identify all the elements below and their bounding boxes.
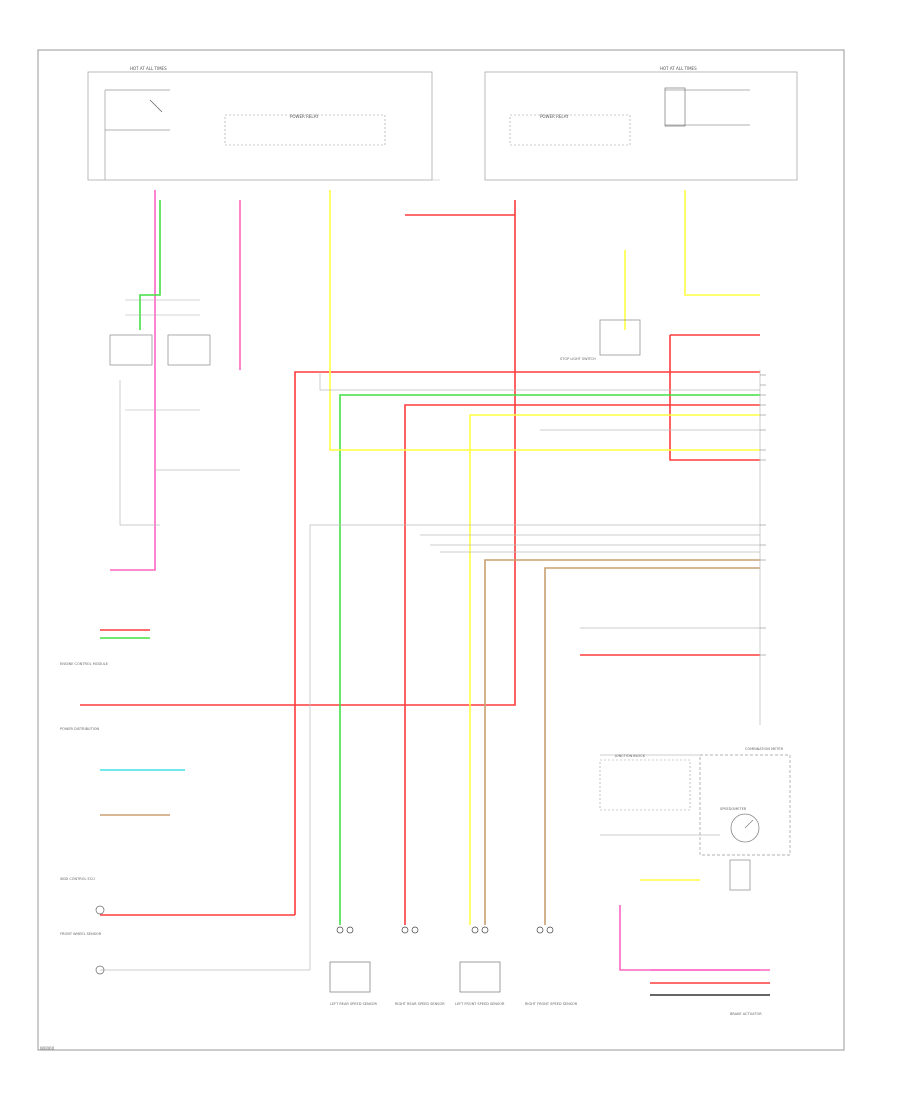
- power-relay-left-label: POWER RELAY: [290, 114, 319, 119]
- junction-block: JUNCTION BLOCK: [599, 754, 691, 811]
- green-wires: [100, 200, 760, 925]
- skid-control-label: SKID CONTROL ECU: [60, 877, 95, 881]
- speedometer-label: SPEEDOMETER: [720, 807, 747, 811]
- page-code: W0000: [40, 1046, 55, 1051]
- tan-wires: [100, 559, 760, 925]
- diagram-border: [37, 49, 845, 1051]
- red-wires: [80, 200, 760, 925]
- right-rear-sensor-label: RIGHT REAR SPEED SENSOR: [395, 1002, 445, 1006]
- left-relay-box: HOT AT ALL TIMES POWER RELAY: [87, 66, 433, 181]
- power-relay-right-label: POWER RELAY: [540, 114, 569, 119]
- right-front-sensor: RIGHT FRONT SPEED SENSOR: [525, 926, 578, 1006]
- combination-meter: COMBINATION METER SPEEDOMETER: [699, 747, 791, 891]
- connector-pins: [760, 374, 766, 656]
- hot-at-all-times-left-label: HOT AT ALL TIMES: [130, 66, 167, 71]
- right-front-sensor-label: RIGHT FRONT SPEED SENSOR: [525, 1002, 578, 1006]
- left-front-sensor: LEFT FRONT SPEED SENSOR: [455, 926, 505, 1006]
- bottom-right-stubs: [650, 969, 770, 996]
- stop-light-switch: STOP LIGHT SWITCH: [560, 319, 641, 361]
- gray-wires: [100, 370, 761, 971]
- brake-actuator-label: BRAKE ACTUATOR: [730, 1012, 762, 1016]
- combination-meter-label: COMBINATION METER: [745, 747, 784, 751]
- right-relay-box: HOT AT ALL TIMES POWER RELAY: [484, 66, 798, 181]
- engine-control-label: ENGINE CONTROL MODULE: [60, 662, 108, 666]
- front-wheel-sensor: FRONT WHEEL SENSOR: [60, 905, 105, 975]
- left-front-sensor-label: LEFT FRONT SPEED SENSOR: [455, 1002, 505, 1006]
- power-distribution-label: POWER DISTRIBUTION: [60, 727, 100, 731]
- hot-at-all-times-right-label: HOT AT ALL TIMES: [660, 66, 697, 71]
- front-wheel-sensor-label: FRONT WHEEL SENSOR: [60, 932, 102, 936]
- left-rear-sensor-label: LEFT REAR SPEED SENSOR: [330, 1002, 378, 1006]
- right-rear-sensor: RIGHT REAR SPEED SENSOR: [395, 926, 445, 1006]
- left-rear-sensor: LEFT REAR SPEED SENSOR: [329, 926, 378, 1006]
- yellow-wires: [329, 190, 760, 925]
- brake-relay-assembly: [109, 299, 211, 411]
- pink-wires: [110, 190, 760, 971]
- junction-block-label: JUNCTION BLOCK: [614, 754, 646, 758]
- stop-light-switch-label: STOP LIGHT SWITCH: [560, 357, 596, 361]
